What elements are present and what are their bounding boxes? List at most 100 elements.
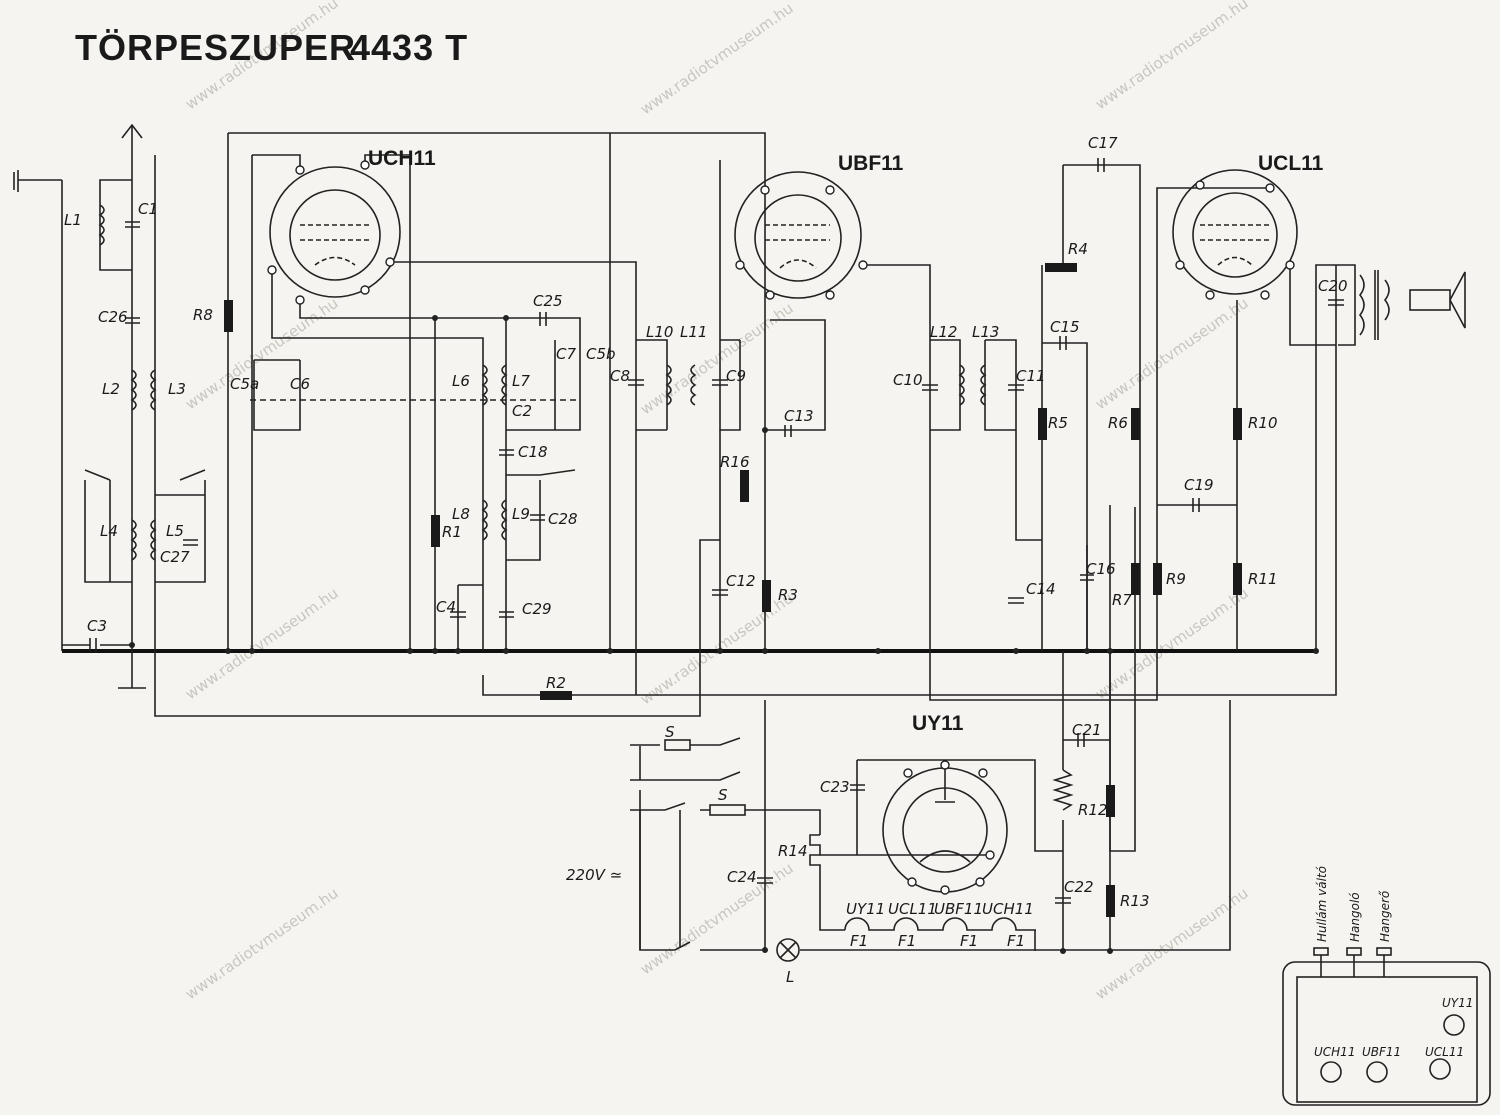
label-C10: C10 xyxy=(893,371,923,389)
label-C15: C15 xyxy=(1050,318,1080,336)
label-fuse-S1: S xyxy=(665,723,675,741)
label-L1: L1 xyxy=(64,211,82,229)
label-C9: C9 xyxy=(726,367,746,385)
label-C16: C16 xyxy=(1086,560,1116,578)
label-uch11: UCH11 xyxy=(368,147,436,170)
label-C23: C23 xyxy=(820,778,850,796)
wiring xyxy=(40,132,1356,951)
label-C29: C29 xyxy=(522,600,552,618)
heater-fuse-label: F1 xyxy=(960,932,978,950)
knob-label-tuning: Hangoló xyxy=(1348,892,1362,942)
socket-label-uy11: UY11 xyxy=(1442,996,1473,1010)
tube-ubf11 xyxy=(734,171,868,300)
label-C18: C18 xyxy=(518,443,548,461)
label-L3: L3 xyxy=(168,380,186,398)
label-C14: C14 xyxy=(1026,580,1056,598)
label-L7: L7 xyxy=(512,372,530,390)
watermark: www.radiotvmuseum.hu xyxy=(637,299,797,418)
label-C3: C3 xyxy=(87,617,107,635)
label-C1: C1 xyxy=(138,200,158,218)
label-L11: L11 xyxy=(680,323,707,341)
coils xyxy=(98,204,1074,931)
tube-uy11 xyxy=(882,760,1008,895)
label-R5: R5 xyxy=(1048,414,1068,432)
label-R6: R6 xyxy=(1108,414,1128,432)
label-C20: C20 xyxy=(1318,277,1348,295)
label-C7: C7 xyxy=(556,345,576,363)
label-C12: C12 xyxy=(726,572,756,590)
watermark: www.radiotvmuseum.hu xyxy=(1092,0,1252,113)
label-L2: L2 xyxy=(102,380,120,398)
label-fuse-S2: S xyxy=(718,786,728,804)
label-mains-220v: 220V ≃ xyxy=(566,866,622,884)
heater-fuse-label: F1 xyxy=(898,932,916,950)
watermark: www.radiotvmuseum.hu xyxy=(637,0,797,118)
label-L12: L12 xyxy=(930,323,957,341)
label-C21: C21 xyxy=(1072,721,1102,739)
socket-label-ubf11: UBF11 xyxy=(1362,1045,1401,1059)
heater-label-uy11: UY11 xyxy=(846,900,885,918)
model-number: 4433 T xyxy=(350,27,468,68)
tube-uch11 xyxy=(267,160,401,305)
label-C5a: C5a xyxy=(230,375,259,393)
speaker-icon xyxy=(1358,270,1466,340)
label-R12: R12 xyxy=(1078,801,1108,819)
label-R2: R2 xyxy=(546,674,566,692)
heater-label-ubf11: UBF11 xyxy=(934,900,983,918)
label-R7: R7 xyxy=(1112,591,1132,609)
label-C2: C2 xyxy=(512,402,532,420)
label-C26: C26 xyxy=(98,308,128,326)
label-R9: R9 xyxy=(1166,570,1186,588)
heater-fuse-label: F1 xyxy=(1007,932,1025,950)
label-R10: R10 xyxy=(1248,414,1278,432)
heater-label-ucl11: UCL11 xyxy=(888,900,937,918)
label-C13: C13 xyxy=(784,407,814,425)
label-R8: R8 xyxy=(193,306,213,324)
label-C5b: C5b xyxy=(586,345,616,363)
socket-label-ucl11: UCL11 xyxy=(1425,1045,1464,1059)
watermark: www.radiotvmuseum.hu xyxy=(1092,294,1252,413)
label-C27: C27 xyxy=(160,548,190,566)
label-L13: L13 xyxy=(972,323,999,341)
label-L9: L9 xyxy=(512,505,530,523)
label-L8: L8 xyxy=(452,505,470,523)
ground-terminal-icon xyxy=(13,170,40,192)
label-C28: C28 xyxy=(548,510,578,528)
label-C8: C8 xyxy=(610,367,630,385)
watermark: www.radiotvmuseum.hu xyxy=(1092,884,1252,1003)
capacitors xyxy=(89,158,1344,904)
pilot-lamp-icon xyxy=(776,938,800,962)
label-C24: C24 xyxy=(727,868,757,886)
label-R1: R1 xyxy=(442,523,462,541)
label-R3: R3 xyxy=(778,586,798,604)
component-labels: L1 C1 C26 L2 L3 L4 L5 C27 C3 R8 C5a C6 C… xyxy=(64,134,1348,986)
label-C4: C4 xyxy=(436,598,456,616)
label-C17: C17 xyxy=(1088,134,1118,152)
label-C6: C6 xyxy=(290,375,310,393)
label-L10: L10 xyxy=(646,323,673,341)
label-ubf11: UBF11 xyxy=(838,152,904,175)
label-C22: C22 xyxy=(1064,878,1094,896)
label-L5: L5 xyxy=(166,522,184,540)
watermark: www.radiotvmuseum.hu xyxy=(182,884,342,1003)
label-L6: L6 xyxy=(452,372,470,390)
junctions xyxy=(129,315,1319,954)
label-C25: C25 xyxy=(533,292,563,310)
label-R13: R13 xyxy=(1120,892,1150,910)
label-L4: L4 xyxy=(100,522,118,540)
watermark: www.radiotvmuseum.hu xyxy=(637,589,797,708)
label-C19: C19 xyxy=(1184,476,1214,494)
label-R11: R11 xyxy=(1248,570,1278,588)
label-R14: R14 xyxy=(778,842,808,860)
label-R16: R16 xyxy=(720,453,750,471)
label-uy11: UY11 xyxy=(912,712,964,735)
tube-ucl11 xyxy=(1172,169,1298,300)
schematic-title: TÖRPESZUPER xyxy=(75,27,356,68)
label-lamp: L xyxy=(786,968,794,986)
socket-label-uch11: UCH11 xyxy=(1314,1045,1355,1059)
resistors xyxy=(224,263,1242,917)
knob-label-waveband: Hullám váltó xyxy=(1315,866,1329,942)
watermark: www.radiotvmuseum.hu xyxy=(637,859,797,978)
